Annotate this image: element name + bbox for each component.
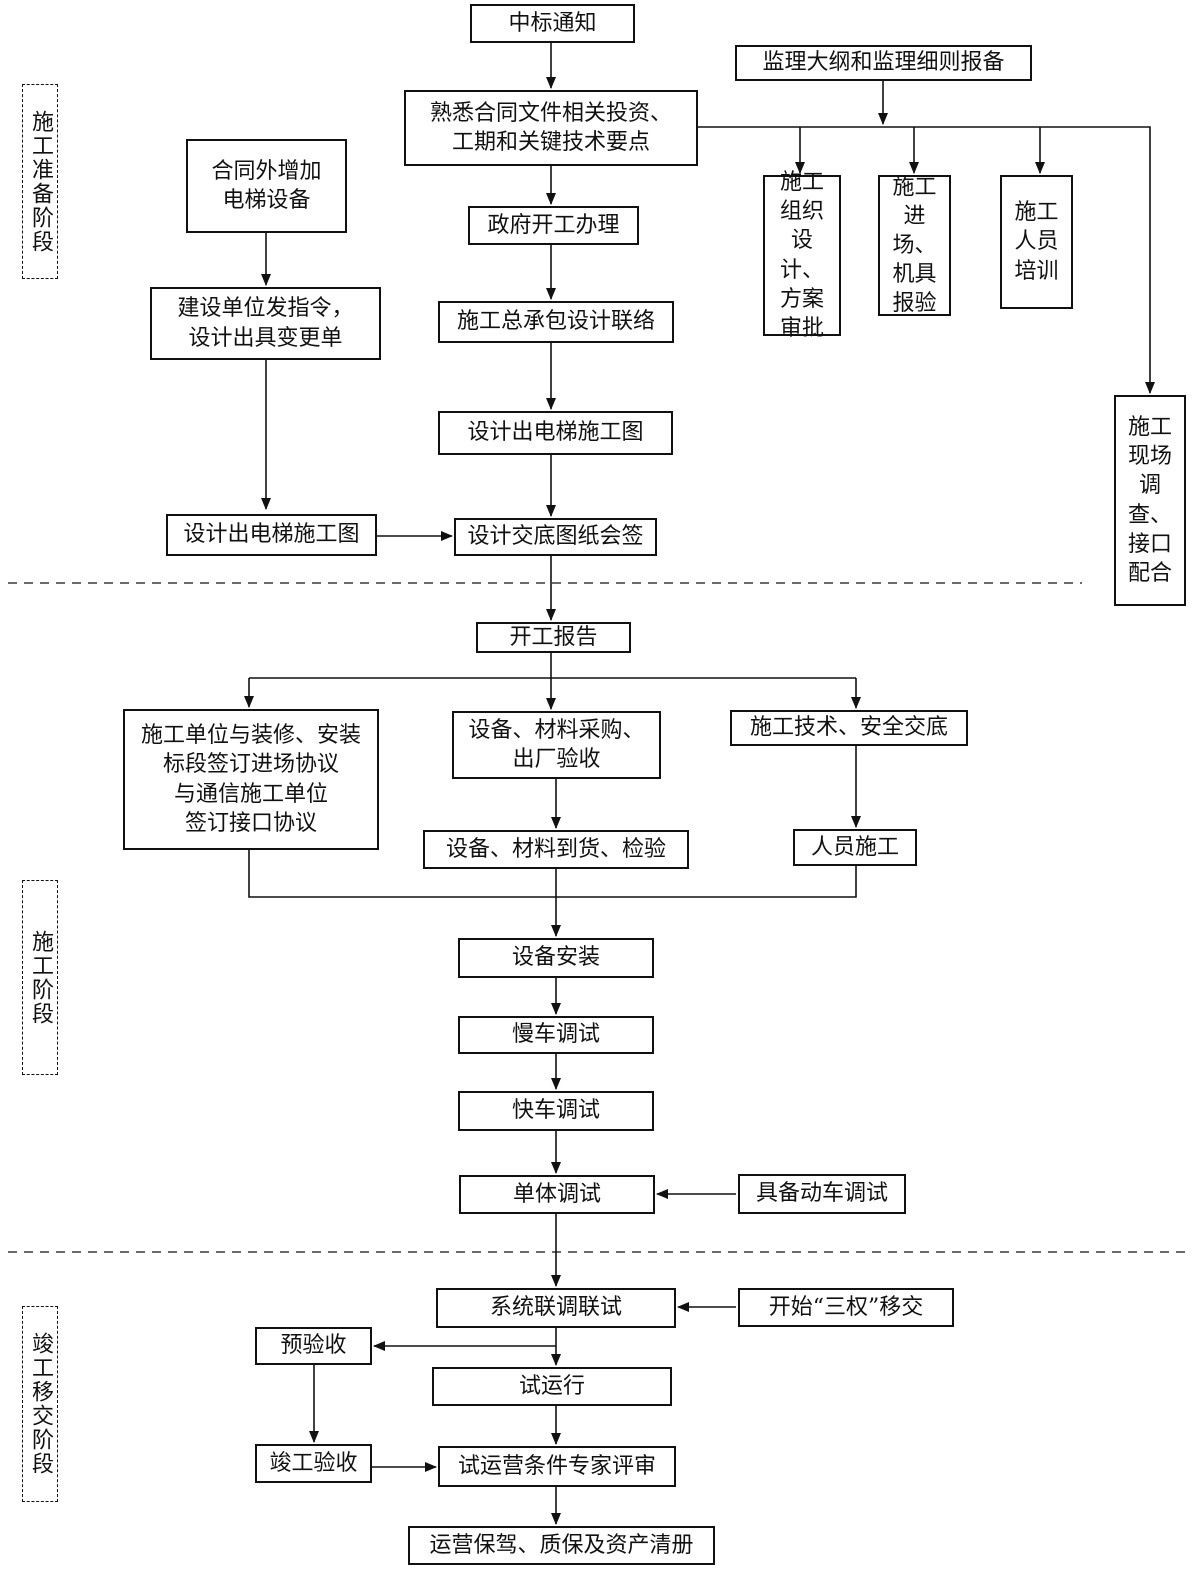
node-pre-acceptance: 预验收 (255, 1327, 372, 1365)
node-familiarize-contract: 熟悉合同文件相关投资、 工期和关键技术要点 (404, 90, 698, 166)
node-completion-acceptance: 竣工验收 (255, 1444, 372, 1483)
node-staff-construction: 人员施工 (793, 829, 917, 866)
stage-label-construction: 施工阶段 (22, 880, 58, 1075)
node-power-ready: 具备动车调试 (738, 1174, 906, 1214)
node-supervision-outline: 监理大纲和监理细则报备 (735, 45, 1032, 81)
node-slow-run-test: 慢车调试 (458, 1016, 654, 1054)
node-staff-training: 施工 人员 培训 (1000, 175, 1073, 309)
node-trial-run: 试运行 (432, 1367, 672, 1406)
node-equipment-install: 设备安装 (458, 938, 654, 978)
node-operation-support: 运营保驾、质保及资产清册 (408, 1526, 715, 1565)
node-extra-elevator: 合同外增加 电梯设备 (186, 139, 347, 233)
node-construction-org-design: 施工 组织 设计、 方案 审批 (763, 170, 841, 341)
node-tech-safety-briefing: 施工技术、安全交底 (730, 710, 968, 746)
node-arrival-inspection: 设备、材料到货、检验 (423, 830, 689, 869)
node-three-rights-transfer: 开始“三权”移交 (738, 1288, 954, 1327)
node-expert-review: 试运营条件专家评审 (438, 1446, 676, 1487)
stage-label-prep: 施工准备阶段 (22, 84, 58, 279)
node-award-notice: 中标通知 (470, 4, 635, 43)
node-gov-start-permit: 政府开工办理 (468, 206, 639, 245)
stage-label-completion: 竣工移交阶段 (22, 1306, 58, 1502)
node-owner-instruction: 建设单位发指令， 设计出具变更单 (150, 287, 381, 360)
node-procurement: 设备、材料采购、 出厂验收 (452, 711, 661, 779)
node-agreements: 施工单位与装修、安装 标段签订进场协议 与通信施工单位 签订接口协议 (123, 709, 379, 850)
node-unit-test: 单体调试 (459, 1175, 655, 1214)
node-site-entry-inspection: 施工 进场、 机具 报验 (878, 175, 951, 316)
node-design-disclosure: 设计交底图纸会签 (454, 518, 657, 556)
node-start-report: 开工报告 (476, 622, 631, 653)
node-fast-run-test: 快车调试 (458, 1091, 654, 1131)
node-site-survey: 施工 现场 调查、 接口 配合 (1114, 395, 1186, 606)
node-gc-design-liaison: 施工总承包设计联络 (438, 301, 674, 343)
node-system-joint-test: 系统联调联试 (436, 1288, 676, 1328)
node-design-drawing-extra: 设计出电梯施工图 (166, 514, 377, 556)
node-design-drawing-main: 设计出电梯施工图 (438, 411, 673, 455)
